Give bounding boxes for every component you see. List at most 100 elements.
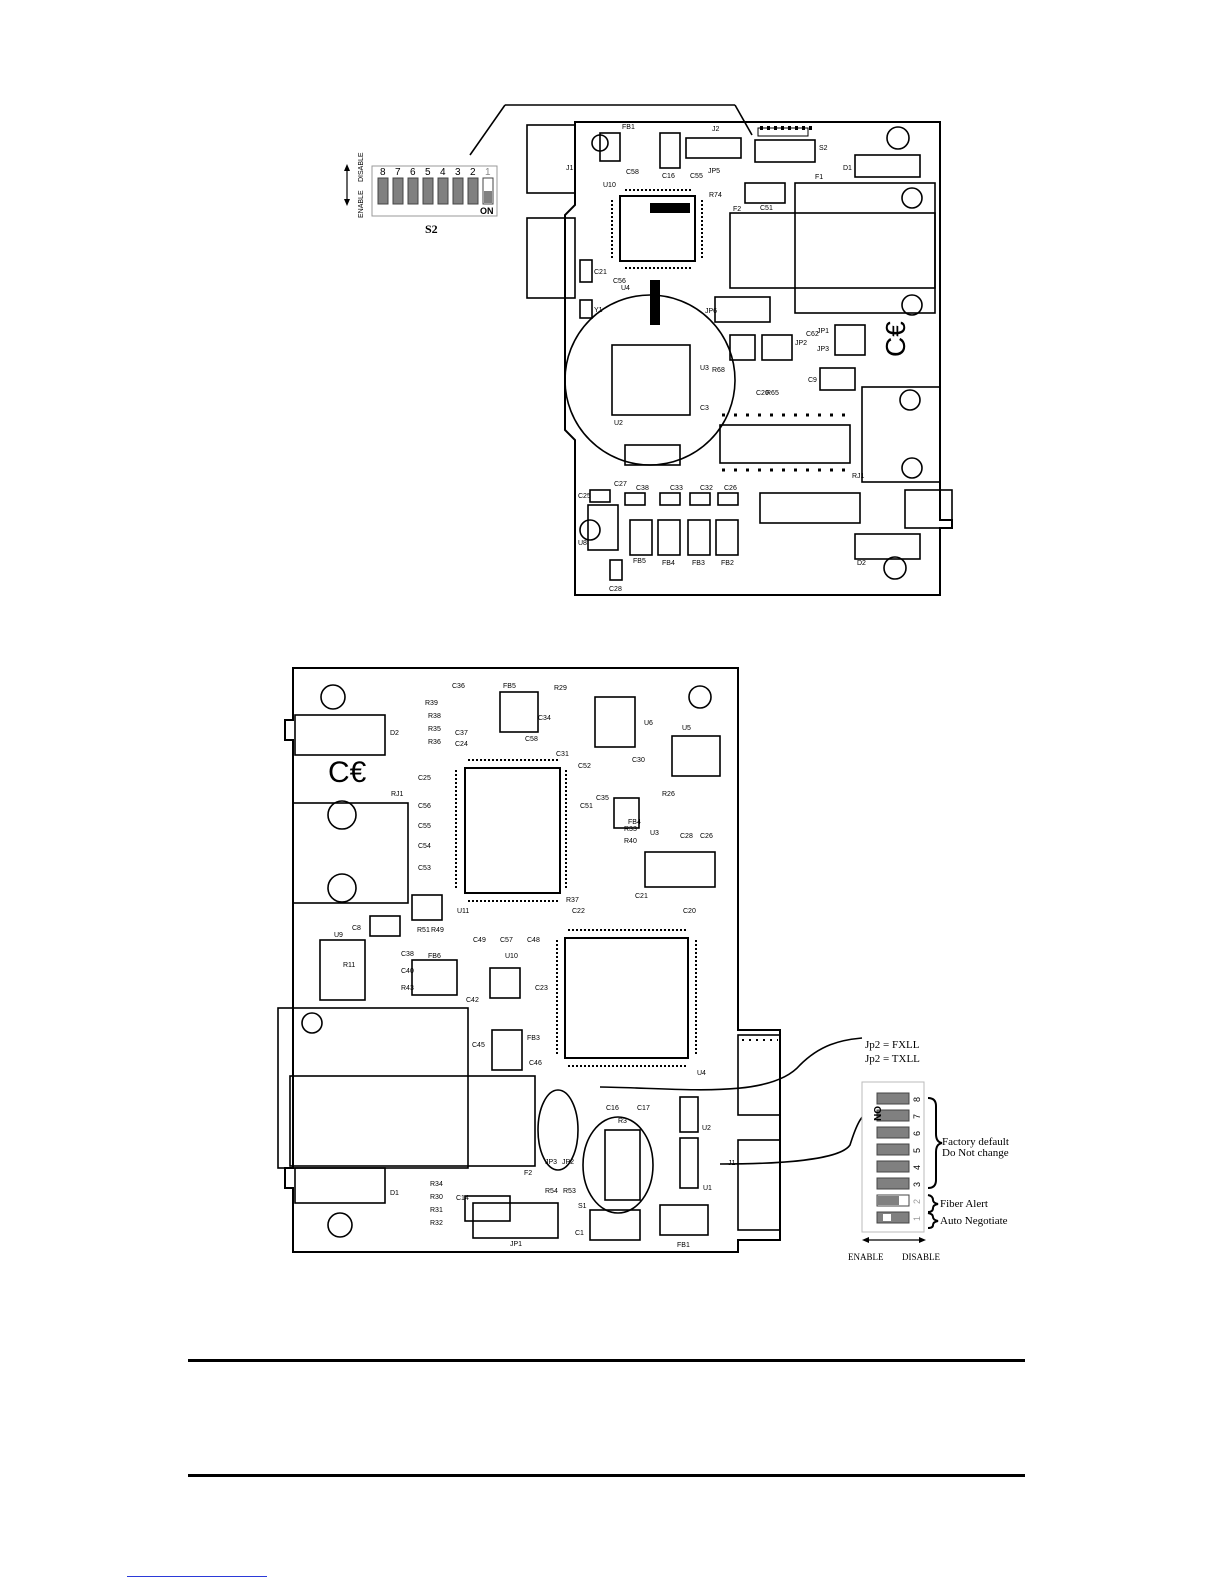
s2-switch-num-8: 8 xyxy=(380,167,386,178)
b-label-r53: R53 xyxy=(563,1188,576,1195)
b-label-c35: C35 xyxy=(596,795,609,802)
top-disable-label: DISABLE xyxy=(358,152,365,182)
b-label-c30: C30 xyxy=(632,757,645,764)
label-c25: C25 xyxy=(578,493,591,500)
b-label-r36: R36 xyxy=(428,739,441,746)
b-label-jp2: JP2 xyxy=(562,1159,574,1166)
b-label-c45: C45 xyxy=(472,1042,485,1049)
b-label-u9: U9 xyxy=(334,932,343,939)
b-label-c42: C42 xyxy=(466,997,479,1004)
s2-switch-num-5: 5 xyxy=(425,167,431,178)
b-label-c28: C28 xyxy=(680,833,693,840)
jumper-note-txll: Jp2 = TXLL xyxy=(865,1053,920,1065)
b-label-c38: C38 xyxy=(401,951,414,958)
b-label-c31: C31 xyxy=(556,751,569,758)
bottom-board-diagram: C€ C36 FB5 R29 R39 R38 R35 R36 C37 C24 C… xyxy=(277,667,1009,1262)
svg-text:C€: C€ xyxy=(880,321,911,357)
bottom-disable-label: DISABLE xyxy=(902,1252,941,1262)
b-label-u2: U2 xyxy=(702,1125,711,1132)
s2-switch-num-6: 6 xyxy=(410,167,416,178)
label-c27: C27 xyxy=(614,481,627,488)
b-label-c51: C51 xyxy=(580,803,593,810)
label-c28: C28 xyxy=(609,586,622,593)
b-label-rj1: RJ1 xyxy=(391,791,404,798)
b-label-fb5: FB5 xyxy=(503,683,516,690)
b-label-c49: C49 xyxy=(473,937,486,944)
s2-switch-num-1: 1 xyxy=(485,167,491,178)
b-label-u10: U10 xyxy=(505,953,518,960)
b-label-jp1: JP1 xyxy=(510,1241,522,1248)
label-u2: U2 xyxy=(614,420,623,427)
b-label-c23: C23 xyxy=(535,985,548,992)
s2-switch-num-4: 4 xyxy=(440,167,446,178)
s2-caption: S2 xyxy=(425,222,438,236)
label-f2: F2 xyxy=(733,206,741,213)
label-jp6: JP6 xyxy=(705,308,717,315)
b-label-u5: U5 xyxy=(682,725,691,732)
label-r68: R68 xyxy=(712,367,725,374)
b-label-u1: U1 xyxy=(703,1185,712,1192)
v-switch-num-7: 7 xyxy=(912,1114,922,1119)
b-label-c48: C48 xyxy=(527,937,540,944)
b-label-r29: R29 xyxy=(554,685,567,692)
v-switch-num-8: 8 xyxy=(912,1097,922,1102)
top-board-diagram: C€ FB1 J2 S2 U10 C58 C16 C55 JP5 R74 C51… xyxy=(344,104,953,596)
b-label-c53: C53 xyxy=(418,865,431,872)
label-c20: C20 xyxy=(756,390,769,397)
label-d2: D2 xyxy=(857,560,866,567)
top-enable-label: ENABLE xyxy=(358,190,365,218)
v-switch-num-1: 1 xyxy=(912,1216,922,1221)
label-u10: U10 xyxy=(603,182,616,189)
label-j2: J2 xyxy=(712,126,720,133)
label-c55: C55 xyxy=(690,173,703,180)
b-label-c26: C26 xyxy=(700,833,713,840)
label-y1: Y1 xyxy=(594,307,603,314)
b-label-r33: R33 xyxy=(624,826,637,833)
b-label-s1: S1 xyxy=(578,1203,587,1210)
label-r74: R74 xyxy=(709,192,722,199)
b-label-c14: C14 xyxy=(456,1195,469,1202)
v-switch-num-6: 6 xyxy=(912,1131,922,1136)
label-jp3: JP3 xyxy=(817,346,829,353)
b-label-r54: R54 xyxy=(545,1188,558,1195)
footnote-link-underline[interactable] xyxy=(127,1576,267,1577)
b-label-c22: C22 xyxy=(572,908,585,915)
label-jp1: JP1 xyxy=(817,328,829,335)
b-label-r37: R37 xyxy=(566,897,579,904)
label-fb2: FB2 xyxy=(721,560,734,567)
b-label-u11: U11 xyxy=(457,908,469,915)
s2-switch-num-2: 2 xyxy=(470,167,476,178)
b-label-r3: R3 xyxy=(618,1118,627,1125)
label-s2-board: S2 xyxy=(819,145,828,152)
top-figure: C€ FB1 J2 S2 U10 C58 C16 C55 JP5 R74 C51… xyxy=(0,0,1225,620)
b-label-c24: C24 xyxy=(455,741,468,748)
b-label-c20: C20 xyxy=(683,908,696,915)
b-label-fb4: FB4 xyxy=(628,819,641,826)
label-c33: C33 xyxy=(670,485,683,492)
label-c38: C38 xyxy=(636,485,649,492)
b-label-r49: R49 xyxy=(431,927,444,934)
b-label-d1: D1 xyxy=(390,1190,399,1197)
label-c58: C58 xyxy=(626,169,639,176)
s2-switch-num-7: 7 xyxy=(395,167,401,178)
label-fb3: FB3 xyxy=(692,560,705,567)
b-label-d2: D2 xyxy=(390,730,399,737)
label-c62: C62 xyxy=(806,331,819,338)
v-switch-on-label: ON xyxy=(871,1106,882,1121)
b-label-r32: R32 xyxy=(430,1220,443,1227)
label-u4: U4 xyxy=(621,285,630,292)
b-label-r43: R43 xyxy=(401,985,414,992)
s2-switch-num-3: 3 xyxy=(455,167,461,178)
label-c56: C56 xyxy=(613,278,626,285)
label-r65: R65 xyxy=(766,390,779,397)
top-enable-disable-arrow: DISABLE ENABLE xyxy=(344,152,365,218)
b-label-c21: C21 xyxy=(635,893,648,900)
b-label-c16: C16 xyxy=(606,1105,619,1112)
label-c51: C51 xyxy=(760,205,773,212)
factory-default-label: Factory default xyxy=(942,1136,1009,1148)
label-fb1: FB1 xyxy=(622,124,635,131)
b-label-c37: C37 xyxy=(455,730,468,737)
v-switch-num-3: 3 xyxy=(912,1182,922,1187)
b-label-r40: R40 xyxy=(624,838,637,845)
label-f1: F1 xyxy=(815,174,823,181)
